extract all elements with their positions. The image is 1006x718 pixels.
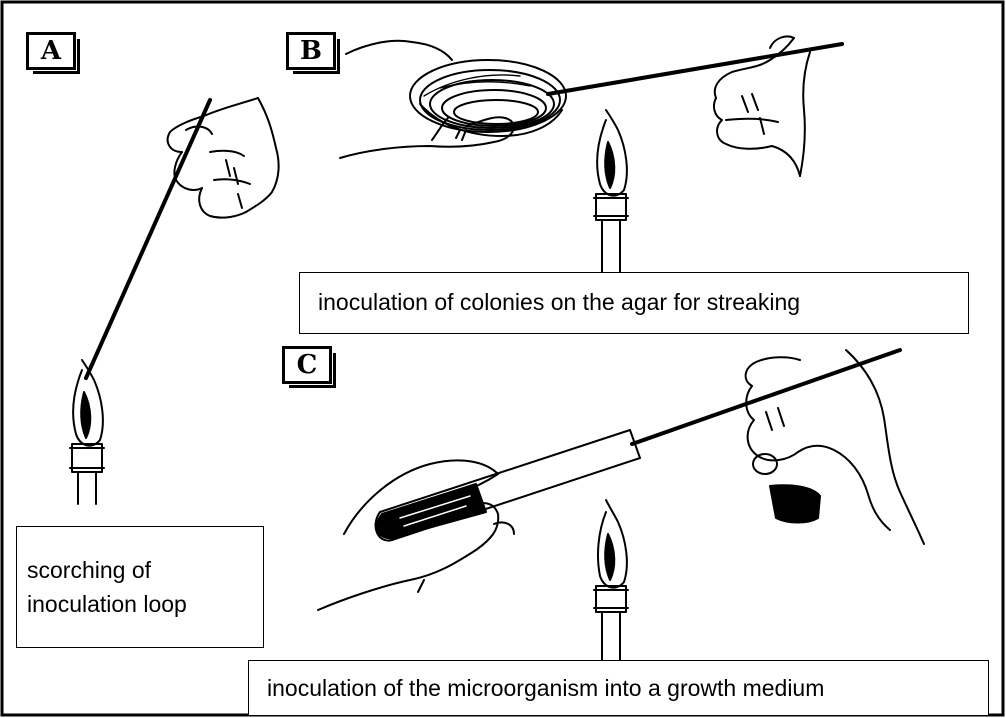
- hand-c-left: [318, 460, 514, 610]
- agar-plate: [410, 60, 566, 136]
- panel-a-caption: scorching of inoculation loop: [16, 526, 264, 648]
- panel-b-label: B: [286, 32, 336, 70]
- bunsen-burner-b: [594, 110, 628, 272]
- panel-c-drawing: [318, 350, 924, 660]
- panel-b-drawing: [340, 36, 842, 272]
- panel-a-drawing: [70, 98, 279, 504]
- panel-c-label: C: [282, 346, 332, 384]
- bunsen-burner-a: [70, 360, 104, 504]
- hand-c-right: [746, 350, 924, 544]
- inoculation-loop-rod: [86, 100, 210, 378]
- panel-b-caption: inoculation of colonies on the agar for …: [299, 272, 969, 334]
- panel-a-label: A: [26, 32, 76, 70]
- inoculation-loop-rod-b: [548, 44, 842, 94]
- panel-c-caption: inoculation of the microorganism into a …: [248, 660, 989, 716]
- bunsen-burner-c: [594, 500, 628, 660]
